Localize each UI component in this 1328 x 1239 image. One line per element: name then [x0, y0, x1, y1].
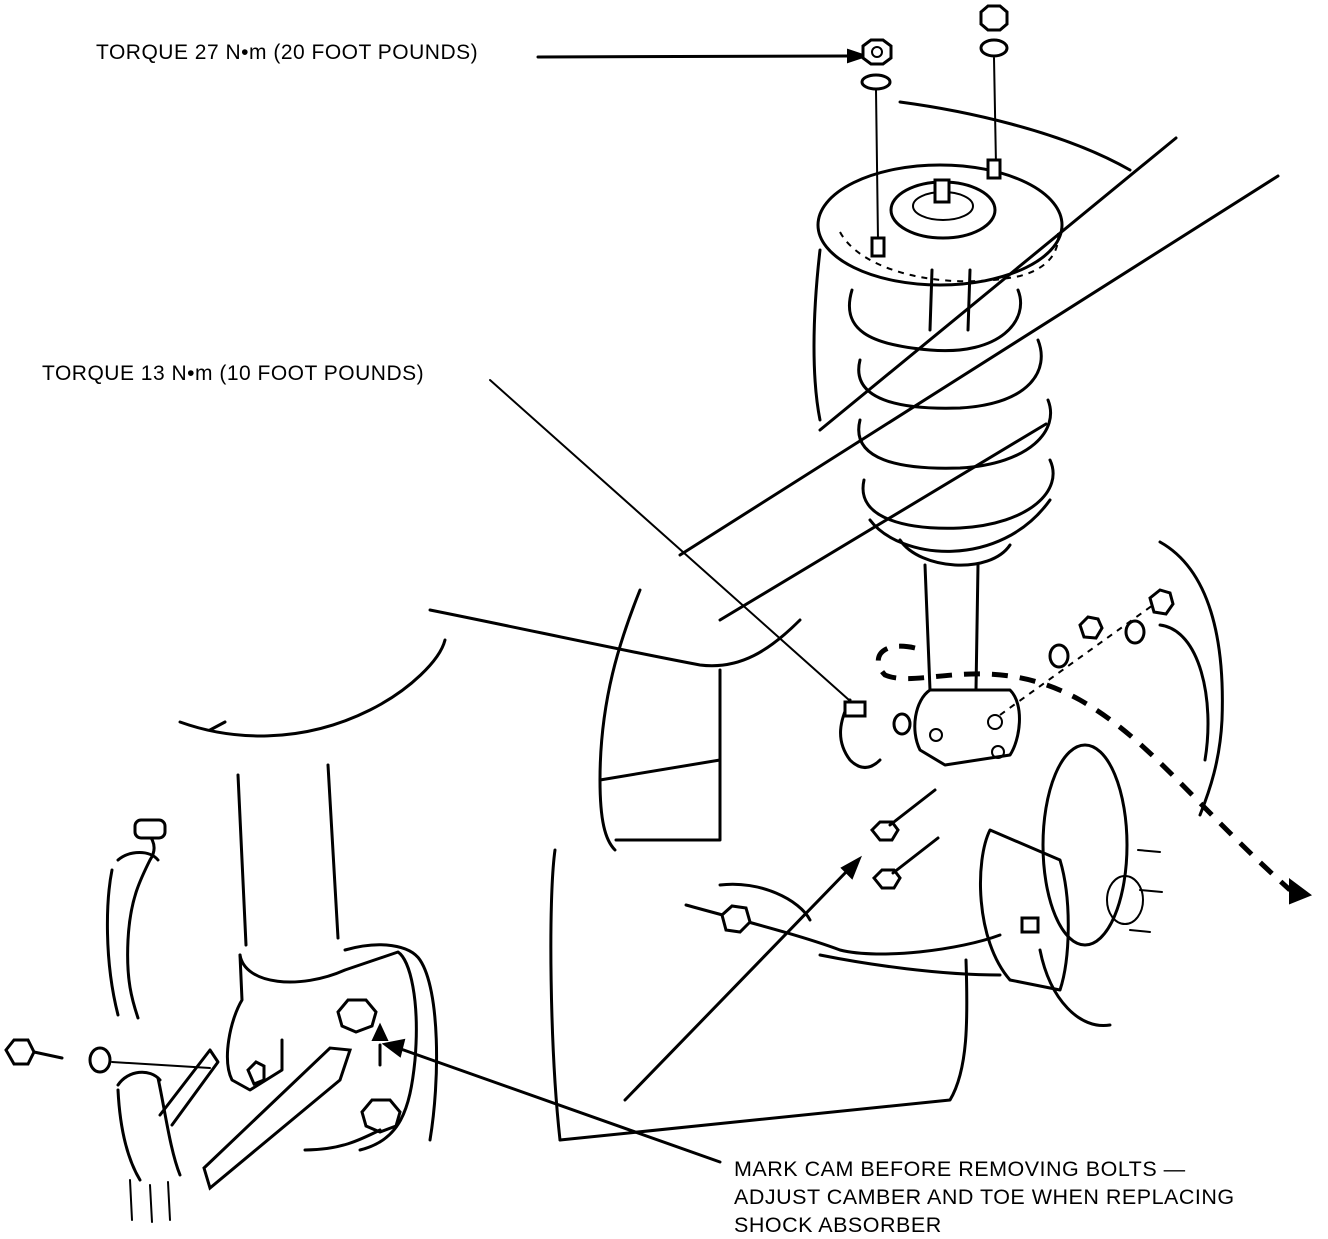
brake-line-right — [839, 698, 912, 769]
mark-cam-line-1: MARK CAM BEFORE REMOVING BOLTS — — [734, 1157, 1186, 1181]
hose-bracket-loose — [116, 1048, 220, 1223]
torque-upper-callout: TORQUE 27 N•m (20 FOOT POUNDS) — [96, 41, 479, 64]
coil-spring — [847, 288, 1055, 567]
loose-bolt-and-washer — [4, 1038, 211, 1074]
body-panel — [428, 100, 1280, 852]
left-strut-closeup — [178, 638, 447, 1191]
strut-tube — [913, 268, 1021, 767]
knuckle-and-hub — [869, 588, 1175, 1028]
mark-cam-callout: MARK CAM BEFORE REMOVING BOLTS — ADJUST … — [734, 1155, 1235, 1239]
lower-control-arm — [549, 848, 1002, 1142]
strut-upper-mount — [816, 158, 1064, 287]
mark-cam-line-3: SHOCK ABSORBER — [734, 1213, 942, 1237]
removal-path-arrow — [623, 643, 1313, 1102]
mark-cam-line-2: ADJUST CAMBER AND TOE WHEN REPLACING — [734, 1185, 1235, 1209]
torque-lower-callout: TORQUE 13 N•m (10 FOOT POUNDS) — [42, 362, 425, 385]
brake-hose-loose — [105, 818, 167, 1020]
upper-mount-hardware — [860, 4, 1009, 241]
wheel-well — [1158, 540, 1224, 817]
leader-mark-cam — [381, 1038, 722, 1164]
leader-torque-lower — [489, 379, 859, 709]
leader-torque-upper — [536, 48, 870, 64]
